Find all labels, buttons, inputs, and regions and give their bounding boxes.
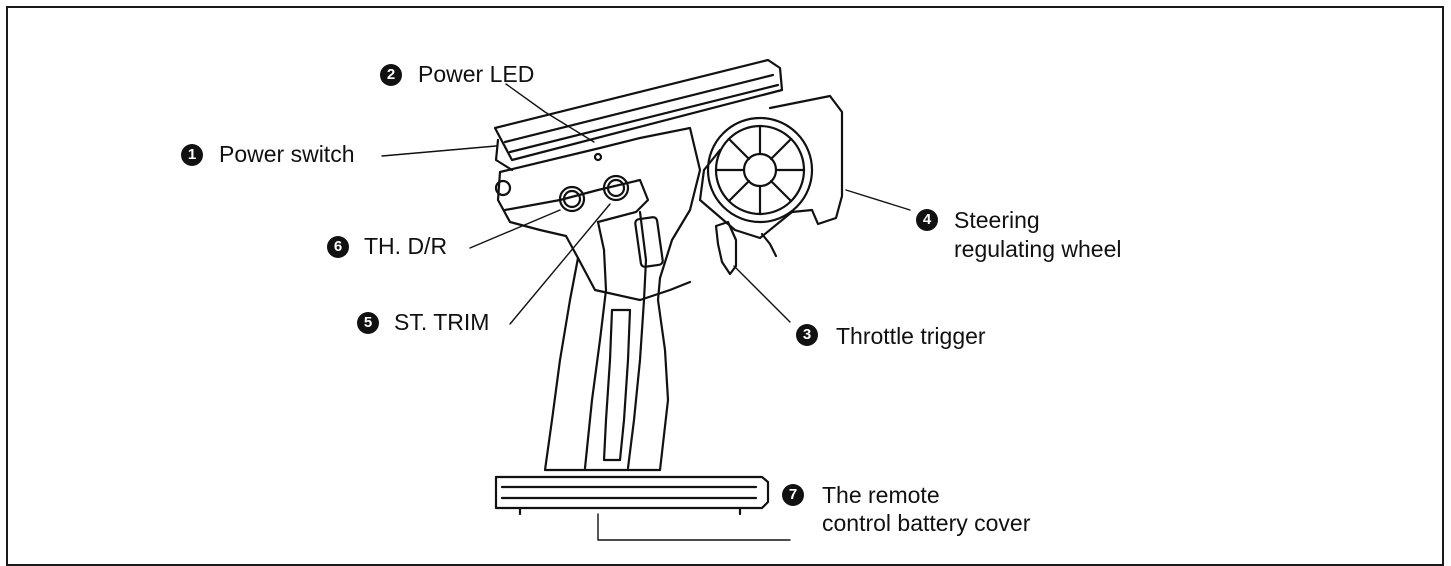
callout-badge-2: 2	[380, 64, 402, 86]
label-steering: Steering	[954, 207, 1040, 233]
label-power-led: Power LED	[418, 61, 535, 87]
callout-badge-1: 1	[181, 144, 203, 166]
label-power-switch: Power switch	[219, 141, 355, 167]
throttle-trigger-shape	[714, 220, 778, 276]
callout-badge-6: 6	[327, 236, 349, 258]
grip-body	[496, 126, 702, 472]
label-regulating-wheel: regulating wheel	[954, 236, 1122, 262]
label-battery-cover: control battery cover	[822, 510, 1031, 536]
label-throttle-trigger: Throttle trigger	[836, 323, 986, 349]
callout-badge-3: 3	[796, 324, 818, 346]
battery-cover-base	[494, 475, 770, 516]
callout-badge-5: 5	[357, 312, 379, 334]
callout-badge-4: 4	[916, 209, 938, 231]
steering-wheel	[698, 94, 844, 240]
label-th-dr: TH. D/R	[364, 233, 448, 259]
label-st-trim: ST. TRIM	[394, 309, 490, 335]
trim-buttons	[494, 152, 630, 213]
top-handle	[493, 58, 784, 172]
callout-badge-7: 7	[782, 484, 804, 506]
label-the-remote: The remote	[822, 482, 940, 508]
leader-lines	[381, 83, 911, 541]
